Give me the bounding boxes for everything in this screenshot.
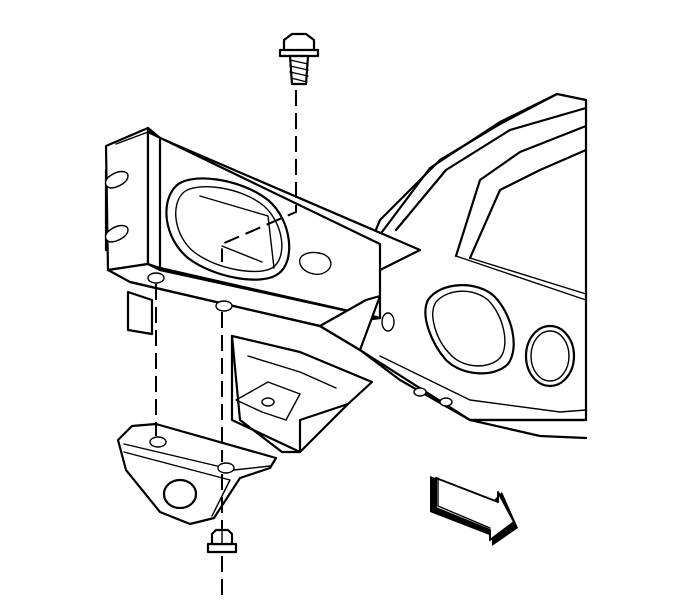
forward-arrow-icon <box>430 476 518 546</box>
crossmember-round-hole <box>524 324 576 388</box>
crossmember-bolt-hole <box>413 387 427 397</box>
bracket-hole-front <box>217 462 235 474</box>
nut-flange <box>206 542 238 554</box>
nut <box>206 528 238 554</box>
frame-rail-access-hole <box>165 177 291 281</box>
crossmember <box>358 92 588 440</box>
bracket-round-hole <box>162 478 198 510</box>
end-plate-slot <box>104 224 129 243</box>
lower-support-structure <box>230 334 374 454</box>
bolt-alignment-line <box>221 90 297 262</box>
end-plate-slot <box>104 170 129 189</box>
bolt-flange <box>278 48 320 58</box>
frame-rail-slot <box>298 251 332 275</box>
bolt <box>278 32 320 86</box>
crossmember-bolt-hole <box>439 397 453 407</box>
crossmember-access-hole <box>424 284 515 375</box>
mounting-bracket <box>116 422 278 526</box>
crossmember-foot <box>318 294 382 352</box>
support-hole <box>261 397 275 407</box>
frame-bolt-hole-front <box>215 300 233 312</box>
frame-rail <box>104 126 422 352</box>
frame-bolt-hole-rear <box>147 272 165 284</box>
bracket-hole-rear <box>149 436 167 448</box>
